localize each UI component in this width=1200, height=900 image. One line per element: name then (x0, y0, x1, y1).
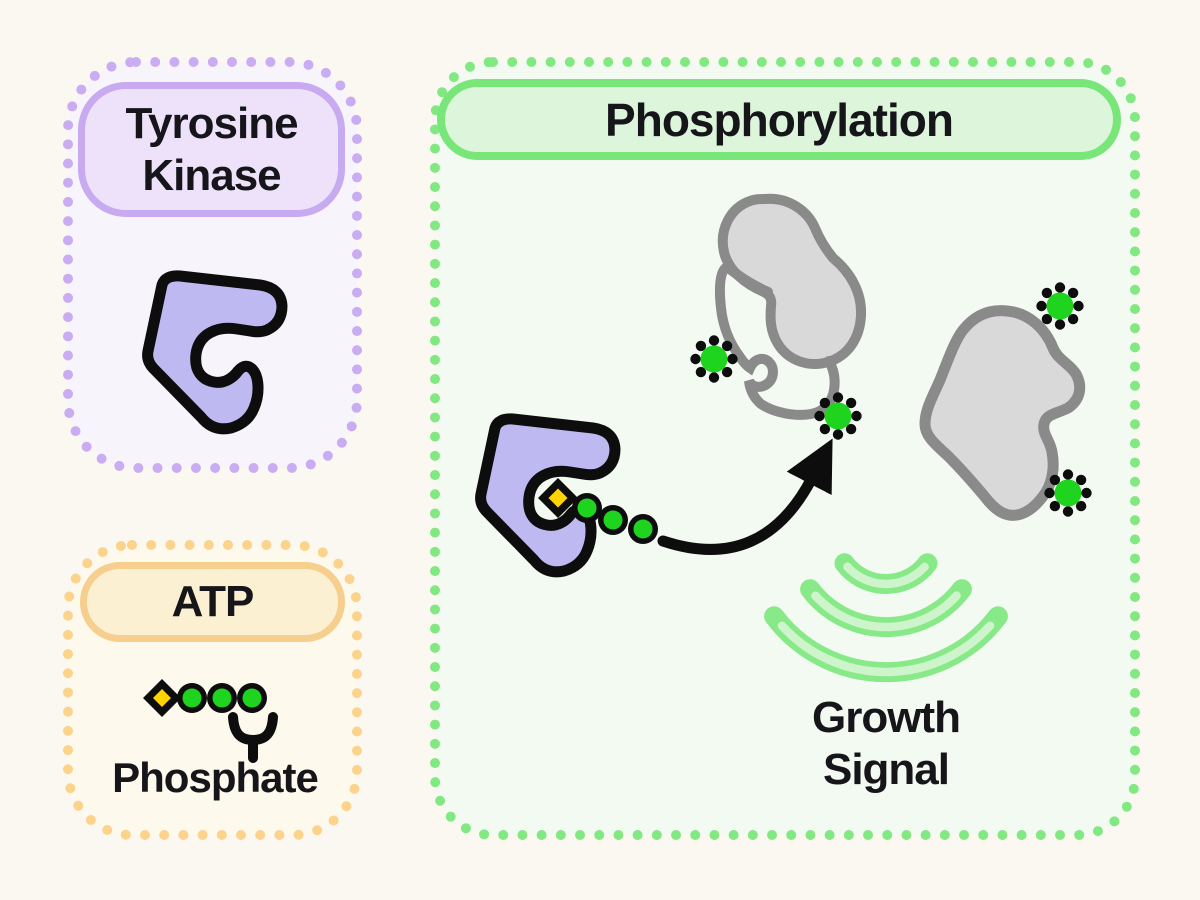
phosphorylation-panel-border (430, 57, 1140, 840)
tyrosine-kinase-title: Tyrosine Kinase (125, 99, 298, 200)
growth-signal-label: Growth Signal (812, 693, 961, 794)
substrate-protein-icon (714, 193, 867, 420)
phosphate-icon (1036, 282, 1084, 330)
atp-title-pill: ATP (80, 562, 345, 642)
phosphate-pointer-bracket (228, 712, 278, 763)
transfer-arrow-icon (657, 438, 833, 555)
tyrosine-kinase-title-pill: Tyrosine Kinase (78, 82, 345, 217)
atp-molecule-icon (143, 679, 267, 717)
phosphorylation-title: Phosphorylation (605, 93, 954, 146)
atp-panel-border (63, 540, 362, 840)
substrate-protein-icon (919, 305, 1086, 521)
phosphorylation-title-pill: Phosphorylation (437, 79, 1121, 160)
signal-waves-icon (764, 553, 1008, 683)
atp-molecule-icon (538, 478, 658, 544)
phosphate-icon (814, 392, 862, 440)
tyrosine-kinase-panel-border (63, 57, 362, 473)
phosphate-icon (690, 335, 738, 383)
phosphate-icon (1044, 469, 1092, 517)
atp-title: ATP (171, 577, 255, 626)
phosphate-label: Phosphate (112, 754, 319, 801)
